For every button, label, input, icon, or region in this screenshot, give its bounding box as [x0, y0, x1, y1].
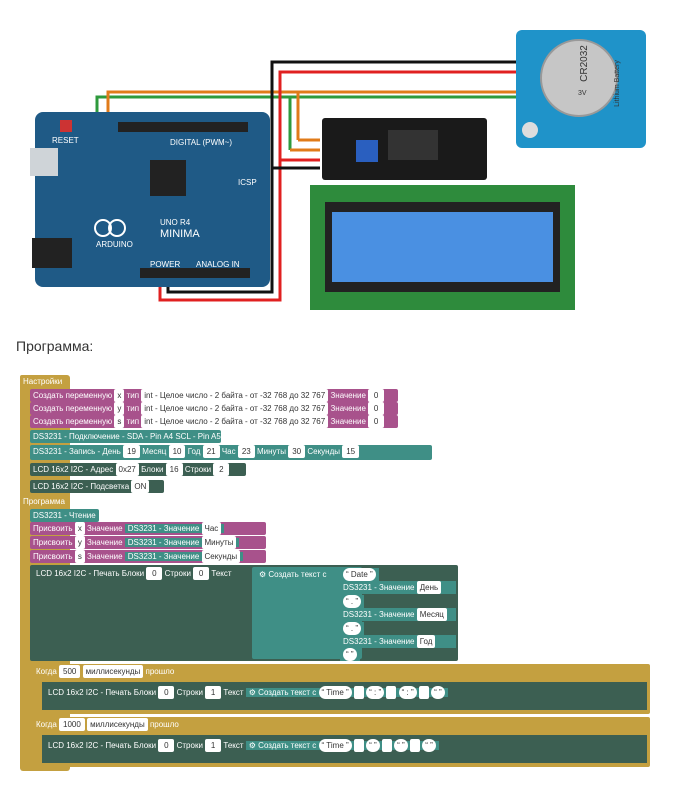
var-name-dropdown[interactable]: s: [114, 415, 125, 428]
create-variable-s[interactable]: Создать переменную s тип int - Целое чис…: [30, 415, 398, 428]
setup-header[interactable]: Настройки: [20, 375, 66, 388]
assign-y[interactable]: Присвоить y Значение DS3231 - Значение М…: [30, 536, 266, 549]
write-day-input[interactable]: 19: [123, 445, 140, 458]
print2-blocks[interactable]: 0: [158, 686, 175, 699]
reset-label: RESET: [52, 136, 79, 145]
print1-blocks[interactable]: 0: [146, 567, 163, 580]
create-variable-x[interactable]: Создать переменную x тип int - Целое чис…: [30, 389, 398, 402]
assign-var-dropdown[interactable]: y: [74, 536, 85, 549]
write-sec-input[interactable]: 15: [342, 445, 360, 458]
arduino-brand: ARDUINO: [96, 240, 133, 249]
assign-field-dropdown[interactable]: Минуты: [201, 536, 237, 549]
field-year-dropdown[interactable]: Год: [416, 635, 436, 648]
when2-unit-dropdown[interactable]: миллисекунды: [87, 718, 148, 731]
write-hour-input[interactable]: 23: [237, 445, 255, 458]
assign-field-dropdown[interactable]: Час: [201, 522, 222, 535]
assign-s[interactable]: Присвоить s Значение DS3231 - Значение С…: [30, 550, 266, 563]
program-header[interactable]: Программа: [20, 495, 68, 508]
wire-black: [166, 60, 520, 294]
battery-label: CR2032: [578, 45, 590, 82]
lcd-rows-input[interactable]: 2: [213, 463, 230, 476]
var-name-dropdown[interactable]: y: [114, 402, 125, 415]
var-name-dropdown[interactable]: x: [114, 389, 125, 402]
assign-var-dropdown[interactable]: s: [74, 550, 85, 563]
var-value-input[interactable]: 0: [368, 402, 385, 415]
assign-var-dropdown[interactable]: x: [74, 522, 85, 535]
lcd-setup[interactable]: LCD 16x2 I2C - Адрес 0x27 Блоки 16 Строк…: [30, 463, 246, 476]
arduino-board: [35, 112, 270, 287]
var-type-dropdown[interactable]: int - Целое число - 2 байта - от -32 768…: [141, 402, 329, 415]
assign-field-dropdown[interactable]: Секунды: [201, 550, 241, 563]
field-month-dropdown[interactable]: Месяц: [416, 608, 447, 621]
assign-x[interactable]: Присвоить x Значение DS3231 - Значение Ч…: [30, 522, 266, 535]
lcd-screen: [332, 212, 553, 282]
ds3231-connect[interactable]: DS3231 - Подключение - SDA - Pin A4 SCL …: [30, 430, 221, 443]
when1-value[interactable]: 500: [59, 665, 81, 678]
icsp-label: ICSP: [238, 178, 257, 187]
program-caption: Программа:: [16, 338, 94, 354]
lcd-print-block-1[interactable]: LCD 16x2 I2C - Печать Блоки 0 Строки 0 Т…: [30, 565, 458, 661]
print1-rows[interactable]: 0: [193, 567, 210, 580]
print3-blocks[interactable]: 0: [158, 739, 175, 752]
lcd-blocks-input[interactable]: 16: [165, 463, 183, 476]
lcd-addr-dropdown[interactable]: 0x27: [115, 463, 139, 476]
gear-icon[interactable]: ⚙: [259, 570, 267, 579]
var-value-input[interactable]: 0: [368, 389, 385, 402]
lcd-print-block-2[interactable]: LCD 16x2 I2C - Печать Блоки 0 Строки 1 Т…: [42, 682, 647, 710]
when2-value[interactable]: 1000: [59, 718, 85, 731]
when-block-1[interactable]: Когда 500 миллисекунды прошло LCD 16x2 I…: [30, 664, 650, 714]
battery-sub: Lithium Battery: [613, 60, 621, 107]
gear-icon[interactable]: ⚙: [248, 741, 256, 750]
write-year-input[interactable]: 21: [202, 445, 220, 458]
arduino-variant: MINIMA: [160, 228, 200, 240]
arduino-model: UNO R4: [160, 218, 191, 227]
digital-label: DIGITAL (PWM~): [170, 138, 232, 147]
print3-rows[interactable]: 1: [205, 739, 222, 752]
var-type-dropdown[interactable]: int - Целое число - 2 байта - от -32 768…: [141, 415, 329, 428]
wire-red: [158, 70, 520, 302]
backlight-dropdown[interactable]: ON: [131, 480, 150, 493]
field-day-dropdown[interactable]: День: [416, 581, 442, 594]
create-variable-y[interactable]: Создать переменную y тип int - Целое чис…: [30, 402, 398, 415]
write-month-input[interactable]: 10: [168, 445, 186, 458]
when1-unit-dropdown[interactable]: миллисекунды: [82, 665, 144, 678]
battery-voltage: 3V: [578, 90, 587, 97]
ds3231-write[interactable]: DS3231 - Запись - День 19 Месяц 10 Год 2…: [30, 445, 432, 460]
when-block-2[interactable]: Когда 1000 миллисекунды прошло LCD 16x2 …: [30, 717, 650, 767]
gear-icon[interactable]: ⚙: [248, 688, 256, 697]
coin-battery: [540, 39, 618, 117]
ds3231-read[interactable]: DS3231 - Чтение: [30, 509, 99, 522]
var-value-input[interactable]: 0: [368, 415, 385, 428]
write-min-input[interactable]: 30: [288, 445, 306, 458]
power-label: POWER: [150, 260, 181, 269]
print2-rows[interactable]: 1: [205, 686, 222, 699]
lcd-print-block-3[interactable]: LCD 16x2 I2C - Печать Блоки 0 Строки 1 Т…: [42, 735, 647, 763]
analog-label: ANALOG IN: [196, 260, 240, 269]
var-type-dropdown[interactable]: int - Целое число - 2 байта - от -32 768…: [141, 389, 329, 402]
lcd-backlight[interactable]: LCD 16x2 I2C - Подсветка ON: [30, 480, 164, 493]
wiring-diagram: [30, 30, 646, 310]
